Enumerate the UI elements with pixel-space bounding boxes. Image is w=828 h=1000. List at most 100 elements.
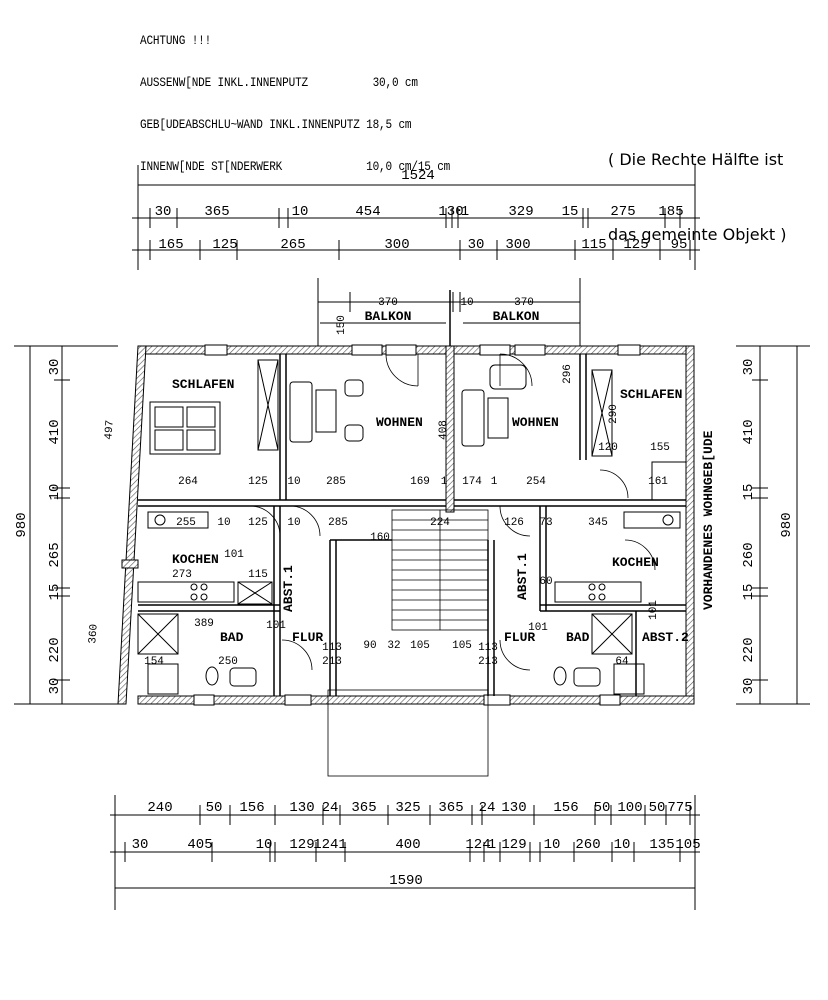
dim-408: 408 xyxy=(438,420,450,440)
dim-125b: 125 xyxy=(248,517,268,529)
top-dim-2-2: 265 xyxy=(280,237,305,253)
room-wohnen-left: WOHNEN xyxy=(376,415,423,430)
dim-120: 120 xyxy=(598,442,618,454)
neighbor-building: VORHANDENES WOHNGEB[UDE xyxy=(701,430,716,610)
dim-296: 296 xyxy=(562,364,574,384)
top-dimension-lines xyxy=(132,165,700,270)
bottom-dim-2-4: 1241 xyxy=(313,837,347,853)
bottom-dim-1-2: 156 xyxy=(239,800,264,816)
top-dim-1-6: 329 xyxy=(508,204,533,220)
room-schlafen-right: SCHLAFEN xyxy=(620,387,682,402)
bottom-dim-1-1: 50 xyxy=(206,800,223,816)
balcony-labels: 370 10 370 BALKON BALKON 150 xyxy=(336,297,539,335)
object-hint: ( Die Rechte Hälfte ist das gemeinte Obj… xyxy=(608,97,787,272)
bottom-dim-1-0: 240 xyxy=(147,800,172,816)
left-side-labels: 30 410 10 265 15 220 30 980 497 360 xyxy=(14,359,117,695)
dim-10: 10 xyxy=(287,476,300,488)
bottom-dim-1-8: 24 xyxy=(479,800,496,816)
bottom-dim-2-8: 129 xyxy=(501,837,526,853)
balcony-left-label: BALKON xyxy=(365,309,412,324)
top-dim-1-4: 130 xyxy=(438,204,463,220)
dim-255: 255 xyxy=(176,517,196,529)
dim-101c: 101 xyxy=(528,622,548,634)
left-dim-0: 30 xyxy=(47,359,63,376)
right-dim-2: 15 xyxy=(741,484,757,501)
dim-155: 155 xyxy=(650,442,670,454)
dim-101a: 101 xyxy=(224,549,244,561)
note-line-2: AUSSENW[NDE INKL.INNENPUTZ 30,0 cm xyxy=(140,75,418,90)
balcony-right-width: 370 xyxy=(514,297,534,309)
bottom-dimension-ticks xyxy=(124,805,691,862)
top-dim-1-8: 275 xyxy=(610,204,635,220)
dim-105b: 105 xyxy=(452,640,472,652)
dim-250: 250 xyxy=(218,656,238,668)
bottom-dim-1-5: 365 xyxy=(351,800,376,816)
top-dim-1-3: 454 xyxy=(355,204,380,220)
dim-113b: 113 xyxy=(478,642,498,654)
dim-213a: 213 xyxy=(322,656,342,668)
room-kochen-right: KOCHEN xyxy=(612,555,659,570)
bottom-dim-1-11: 50 xyxy=(594,800,611,816)
dim-1a: 1 xyxy=(441,476,448,488)
bottom-dim-1-6: 325 xyxy=(395,800,420,816)
bottom-dim-1-13: 50 xyxy=(649,800,666,816)
room-abst1-right: ABST.1 xyxy=(515,553,530,600)
bottom-dim-1-12: 100 xyxy=(617,800,642,816)
left-side-dimension xyxy=(14,345,118,705)
room-bad-right: BAD xyxy=(566,630,590,645)
bottom-dim-1-10: 156 xyxy=(553,800,578,816)
note-line-4: INNENW[NDE ST[NDERWERK 10,0 cm/15 cm xyxy=(140,159,451,174)
slanted-dim-497: 497 xyxy=(103,420,116,441)
right-total-dim: 980 xyxy=(779,512,795,537)
bottom-dim-row1: 240 50 156 130 24 365 325 365 24 130 156… xyxy=(147,800,692,816)
bottom-dim-2-10: 260 xyxy=(575,837,600,853)
bottom-dim-2-5: 400 xyxy=(395,837,420,853)
left-dim-1: 410 xyxy=(47,419,63,444)
right-dim-5: 220 xyxy=(741,637,757,662)
doors xyxy=(249,353,656,671)
bottom-dimension-lines xyxy=(110,795,700,910)
top-dim-2-0: 165 xyxy=(158,237,183,253)
left-dim-6: 30 xyxy=(47,678,63,695)
bottom-dim-2-1: 405 xyxy=(187,837,212,853)
dim-154: 154 xyxy=(144,656,164,668)
room-kochen-left: KOCHEN xyxy=(172,552,219,567)
dim-161: 161 xyxy=(648,476,668,488)
left-dim-4: 15 xyxy=(47,584,63,601)
top-dim-2-8: 95 xyxy=(671,237,688,253)
right-dim-6: 30 xyxy=(741,678,757,695)
top-dim-2-3: 300 xyxy=(384,237,409,253)
top-dim-2-1: 125 xyxy=(212,237,237,253)
dim-285b: 285 xyxy=(328,517,348,529)
top-dim-1-2: 10 xyxy=(292,204,309,220)
right-dim-3: 260 xyxy=(741,542,757,567)
dim-105a: 105 xyxy=(410,640,430,652)
top-dim-1-5: 1 xyxy=(461,204,469,220)
furniture xyxy=(137,359,687,695)
top-dim-1-7: 15 xyxy=(562,204,579,220)
dim-101b: 101 xyxy=(266,620,286,632)
bottom-dim-2-7: 1 xyxy=(488,837,496,853)
bottom-dim-2-3: 129 xyxy=(289,837,314,853)
right-dim-0: 30 xyxy=(741,359,757,376)
dim-10c: 10 xyxy=(287,517,300,529)
dim-285: 285 xyxy=(326,476,346,488)
dim-1b: 1 xyxy=(491,476,498,488)
dim-126: 126 xyxy=(504,517,524,529)
top-dim-2-6: 115 xyxy=(581,237,606,253)
top-total-dim: 1524 xyxy=(401,168,435,184)
dim-64: 64 xyxy=(615,656,629,668)
dim-115: 115 xyxy=(248,569,268,581)
bottom-dim-2-11: 10 xyxy=(614,837,631,853)
bottom-dim-2-6: 124 xyxy=(465,837,490,853)
room-flur-right: FLUR xyxy=(504,630,535,645)
dim-169: 169 xyxy=(410,476,430,488)
dim-32: 32 xyxy=(387,640,400,652)
left-dim-3: 265 xyxy=(47,542,63,567)
wall-thickness-note: ACHTUNG !!! AUSSENW[NDE INKL.INNENPUTZ 3… xyxy=(140,6,450,188)
note-line-3: GEB[UDEABSCHLU~WAND INKL.INNENPUTZ 18,5 … xyxy=(140,117,412,132)
right-dim-1: 410 xyxy=(741,419,757,444)
dim-254: 254 xyxy=(526,476,546,488)
hint-line-1: ( Die Rechte Hälfte ist xyxy=(608,150,784,169)
